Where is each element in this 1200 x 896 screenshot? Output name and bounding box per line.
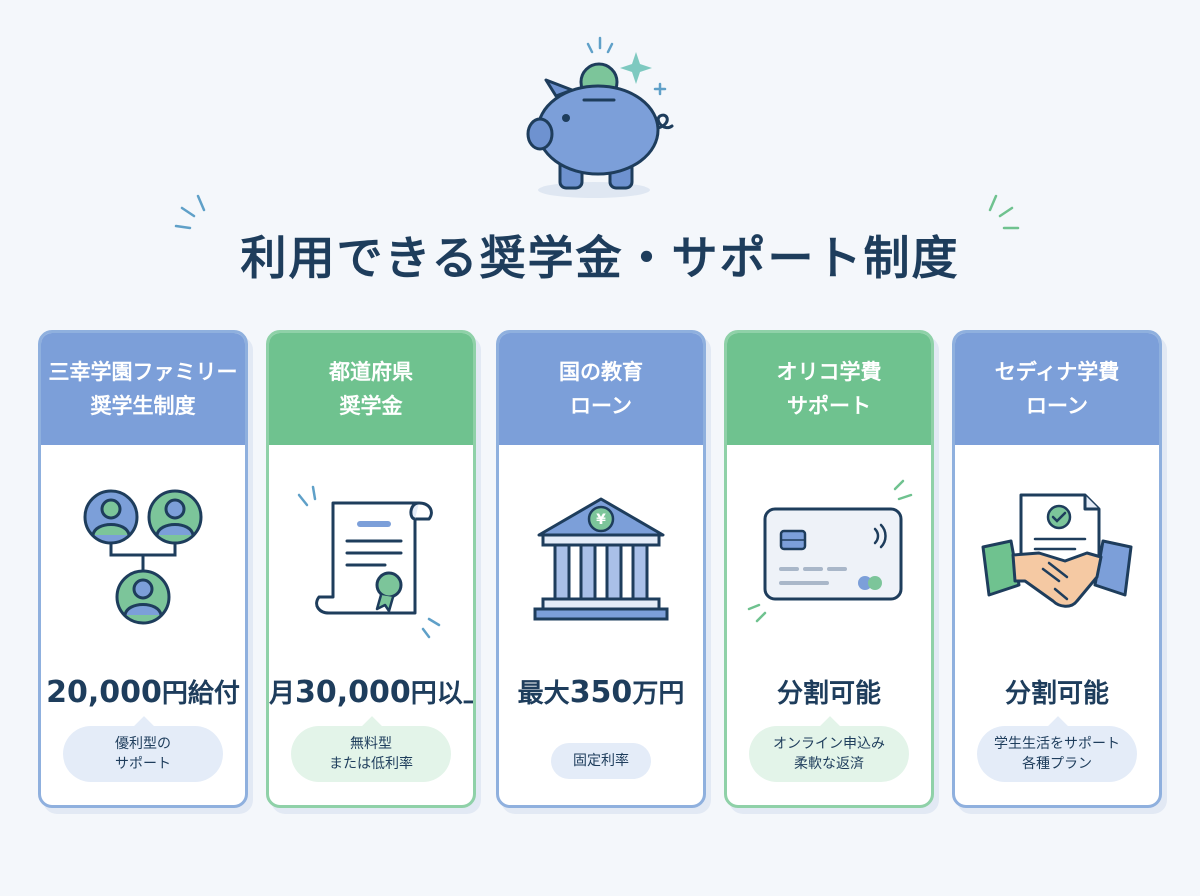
card-amount: 分割可能 (727, 673, 931, 710)
card-title-line: 国の教育 (559, 360, 643, 384)
scholarship-card-cedyna[interactable]: セディナ学費 ローン 分割可能 学生生活をサポート 各種プラン (952, 330, 1162, 808)
card-amount: 最大350万円 (499, 673, 703, 710)
amount-suffix: 万円 (632, 679, 685, 709)
scholarship-card-prefecture[interactable]: 都道府県 奨学金 月30,000円以上 無 (266, 330, 476, 808)
card-title-line: オリコ学費 (776, 360, 882, 384)
card-header: オリコ学費 サポート (727, 333, 931, 445)
handshake-contract-icon (981, 493, 1133, 608)
card-title-line: 三幸学園ファミリー (48, 360, 238, 384)
card-header: 国の教育 ローン (499, 333, 703, 445)
card-note: オンライン申込み 柔軟な返済 (749, 726, 909, 782)
family-members-icon (83, 489, 203, 625)
svg-text:¥: ¥ (596, 512, 606, 528)
hero: 利用できる奨学金・サポート制度 (0, 0, 1200, 320)
amount-value: 350 (569, 675, 633, 710)
certificate-scroll-icon (297, 485, 441, 639)
note-line: 柔軟な返済 (794, 756, 864, 772)
card-amount: 20,000円給付 (41, 673, 245, 710)
card-title-line: 奨学金 (339, 394, 403, 418)
note-line: オンライン申込み (773, 736, 885, 752)
note-line: サポート (115, 756, 171, 772)
card-title-line: サポート (787, 394, 871, 418)
card-header: 三幸学園ファミリー 奨学生制度 (41, 333, 245, 445)
amount-value: 30,000 (295, 675, 411, 710)
card-amount: 分割可能 (955, 673, 1159, 710)
note-line: 無料型 (350, 736, 392, 752)
card-title-line: 奨学生制度 (90, 394, 196, 418)
page-title: 利用できる奨学金・サポート制度 (240, 231, 960, 285)
card-note: 学生生活をサポート 各種プラン (977, 726, 1137, 782)
scholarship-card-sanko[interactable]: 三幸学園ファミリー 奨学生制度 20,000円給付 優利型の サ (38, 330, 248, 808)
amount-prefix: 最大 (517, 679, 570, 709)
card-header: セディナ学費 ローン (955, 333, 1159, 445)
card-header: 都道府県 奨学金 (269, 333, 473, 445)
amount-value: 20,000 (46, 675, 162, 710)
piggy-bank-icon (174, 36, 1020, 230)
amount-suffix: 円以上 (410, 679, 473, 709)
card-amount: 月30,000円以上 (269, 673, 473, 710)
scholarship-card-list: 三幸学園ファミリー 奨学生制度 20,000円給付 優利型の サ (38, 330, 1162, 812)
note-line: 学生生活をサポート (994, 736, 1120, 752)
card-title-line: ローン (1026, 394, 1088, 418)
note-line: 各種プラン (1022, 756, 1092, 772)
amount-value: 分割可能 (1004, 679, 1109, 709)
card-note: 優利型の サポート (63, 726, 223, 782)
scholarship-card-national-loan[interactable]: 国の教育 ローン ¥ 最大350万円 固定利率 (496, 330, 706, 808)
card-note: 固定利率 (551, 743, 651, 779)
note-line: または低利率 (329, 756, 413, 772)
note-line: 優利型の (115, 736, 171, 752)
scholarship-card-orico[interactable]: オリコ学費 サポート 分割可能 (724, 330, 934, 808)
card-note: 無料型 または低利率 (291, 726, 451, 782)
credit-card-icon (747, 479, 913, 623)
card-title-line: セディナ学費 (994, 360, 1120, 384)
card-title-line: ローン (570, 394, 632, 418)
amount-prefix: 月 (269, 679, 296, 709)
bank-yen-icon: ¥ (533, 497, 669, 621)
amount-suffix: 円給付 (161, 679, 240, 709)
amount-value: 分割可能 (776, 679, 881, 709)
note-line: 固定利率 (573, 753, 629, 769)
card-title-line: 都道府県 (329, 360, 413, 384)
